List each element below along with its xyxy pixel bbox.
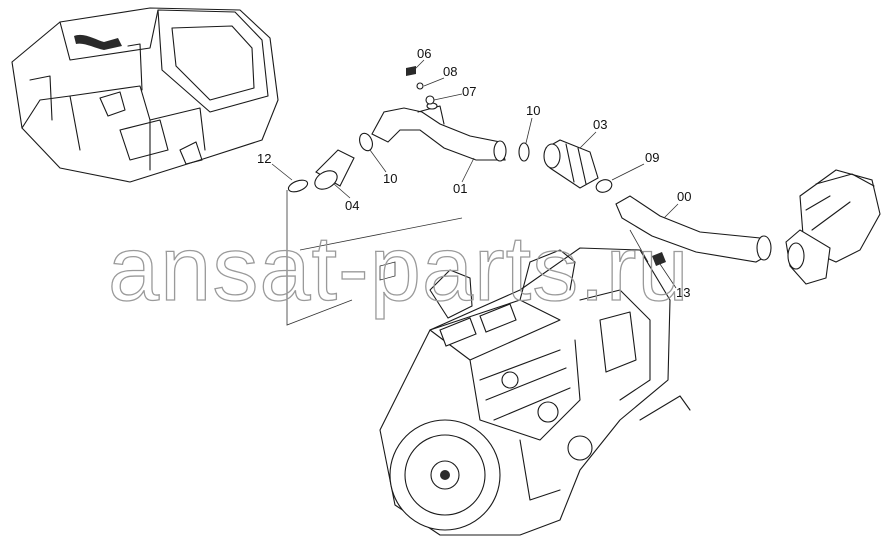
washer-08 — [416, 82, 424, 90]
intake-pipe-assembly — [287, 66, 881, 285]
oring-10-right — [518, 142, 530, 162]
leader-lines — [286, 190, 649, 326]
machine-overview-sketch — [11, 7, 279, 183]
part-label-10-left: 10 — [383, 171, 397, 186]
nut-07 — [425, 95, 435, 105]
bolt-06 — [406, 66, 416, 76]
part-label-13: 13 — [676, 285, 690, 300]
part-label-04: 04 — [345, 198, 359, 213]
part-label-01: 01 — [453, 181, 467, 196]
part-labels: 06 08 07 10 03 12 10 09 01 04 00 13 — [257, 46, 691, 300]
part-label-10-top: 10 — [526, 103, 540, 118]
oring-10-left — [359, 132, 373, 152]
clamp-12 — [287, 179, 309, 193]
part-label-00: 00 — [677, 189, 691, 204]
clip-13 — [652, 252, 666, 266]
watermark-text: ansat-parts.ru — [108, 218, 690, 320]
engine-sketch — [379, 247, 691, 536]
part-label-06: 06 — [417, 46, 431, 61]
part-label-12: 12 — [257, 151, 271, 166]
part-label-09: 09 — [645, 150, 659, 165]
part-label-03: 03 — [593, 117, 607, 132]
clamp-09 — [595, 179, 613, 193]
part-label-08: 08 — [443, 64, 457, 79]
part-label-07: 07 — [462, 84, 476, 99]
pipe-01 — [371, 107, 506, 161]
